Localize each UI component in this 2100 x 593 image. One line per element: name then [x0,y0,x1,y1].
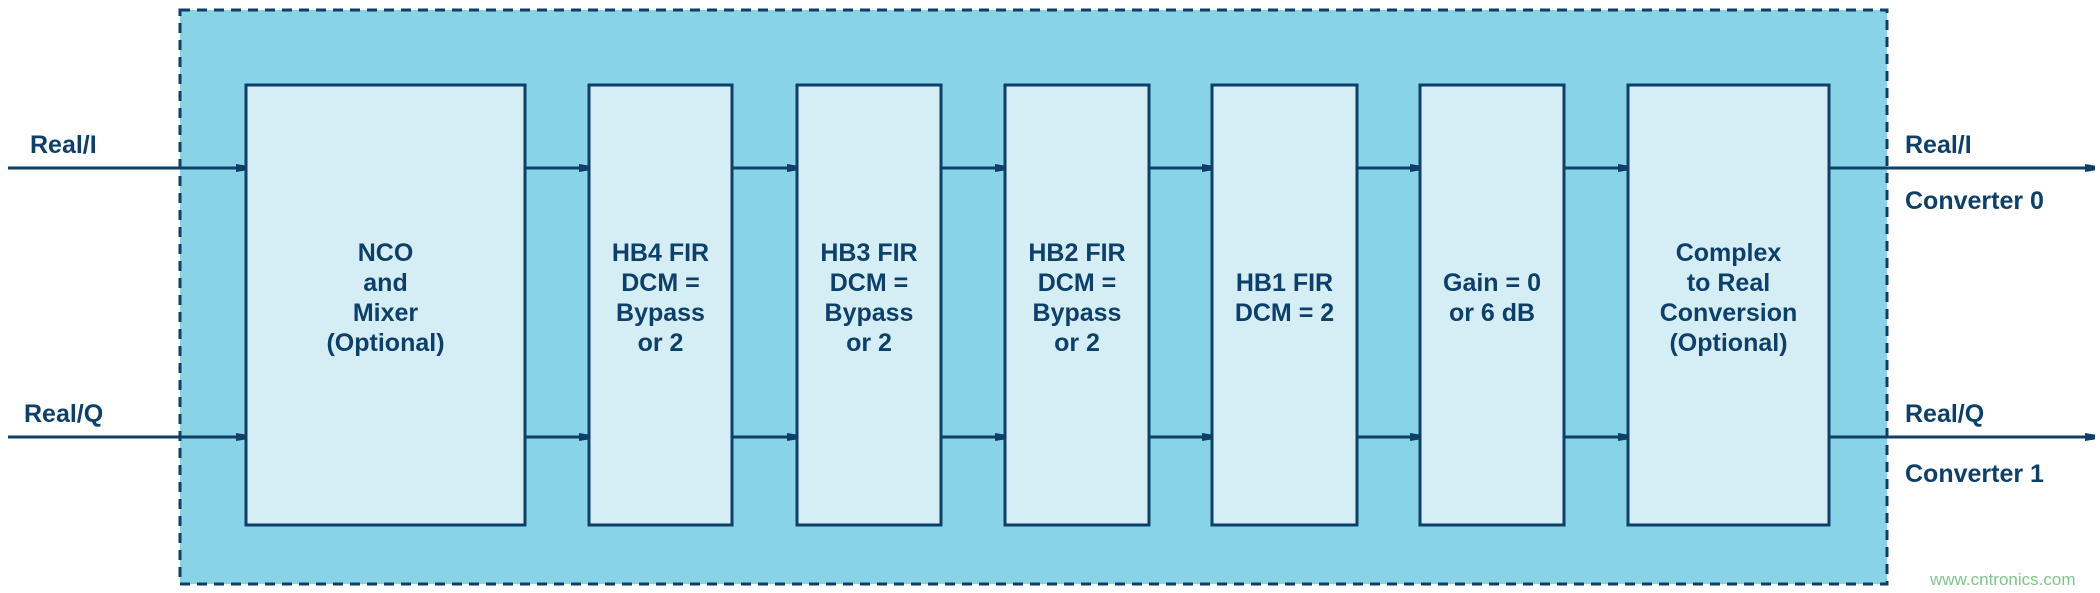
block-3-line-1: HB3 FIR [820,239,917,267]
block-2-line-4: or 2 [638,329,684,357]
block-2-box [587,83,734,527]
block-1-line-3: Mixer [353,299,419,327]
input-label-real-q: Real/Q [24,400,103,428]
block-5-box [1210,83,1359,527]
block-7-box [1626,83,1831,527]
block-3-line-2: DCM = [830,269,908,297]
block-1-line-2: and [363,269,407,297]
input-label-real-i: Real/I [30,131,97,159]
block-7-line-2: to Real [1687,269,1770,297]
output-label-converter-0: Converter 0 [1905,187,2044,215]
block-5-line-2: DCM = 2 [1235,299,1334,327]
block-7-line-4: (Optional) [1669,329,1787,357]
output-label-real-q: Real/Q [1905,400,1984,428]
block-1-box [244,83,527,527]
block-1-line-4: (Optional) [326,329,444,357]
block-3-line-4: or 2 [846,329,892,357]
block-3-box [795,83,943,527]
block-6-line-1: Gain = 0 [1443,269,1541,297]
signal-arrows [8,168,2095,437]
block-6-box [1418,83,1566,527]
block-2-line-2: DCM = [621,269,699,297]
watermark-text: www.cntronics.com [1929,570,2075,589]
output-label-converter-1: Converter 1 [1905,460,2044,488]
block-4-line-1: HB2 FIR [1028,239,1125,267]
block-4-line-3: Bypass [1033,299,1122,327]
block-6-line-2: or 6 dB [1449,299,1535,327]
block-4-box [1003,83,1151,527]
block-2-line-1: HB4 FIR [612,239,709,267]
block-5-line-1: HB1 FIR [1236,269,1333,297]
block-7-line-3: Conversion [1660,299,1798,327]
block-1-line-1: NCO [358,239,414,267]
block-4-line-4: or 2 [1054,329,1100,357]
block-2-line-3: Bypass [616,299,705,327]
block-4-line-2: DCM = [1038,269,1116,297]
block-3-line-3: Bypass [825,299,914,327]
output-label-real-i: Real/I [1905,131,1972,159]
block-6: Gain = 0or 6 dB [1418,83,1566,527]
block-7-line-1: Complex [1676,239,1782,267]
